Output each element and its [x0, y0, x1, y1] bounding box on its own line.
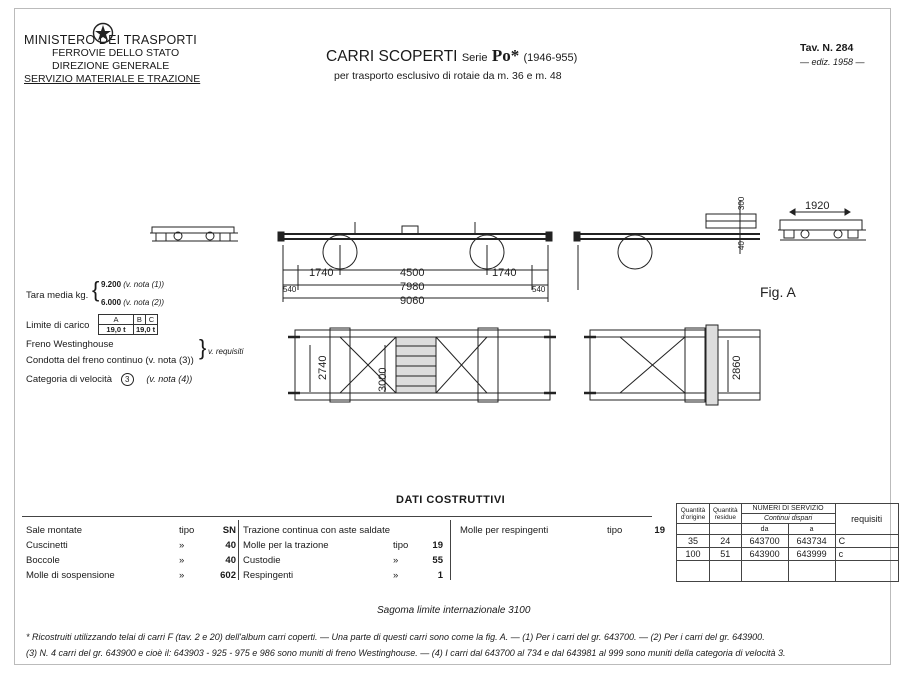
tara-note-2: (v. nota (2)) — [123, 298, 165, 307]
limite-h-b: B — [133, 314, 146, 325]
requisiti-note: v. requisiti — [208, 347, 244, 356]
h-cont: Continui dispari — [740, 513, 836, 524]
condotta-label: Condotta del freno continuo (v. nota (3)… — [26, 355, 194, 366]
freno-label: Freno Westinghouse — [26, 339, 114, 350]
dim-1740-right: 1740 — [492, 267, 516, 279]
footnote-1: * Ricostruiti utilizzando telai di carri… — [26, 632, 765, 642]
dati-divider — [22, 516, 652, 517]
end-view-right — [778, 208, 866, 241]
brace-right-icon: } — [199, 335, 207, 360]
dim-540-right: 540 — [532, 285, 546, 294]
h-da: da — [740, 523, 789, 535]
dati-row: Cuscinetti»40 — [26, 540, 236, 551]
page-subtitle: per trasporto esclusivo di rotaie da m. … — [334, 70, 562, 82]
table-row: 35 24 643700 643734 C — [676, 534, 899, 548]
service-numbers-table: Quantità d'origine Quantità residue NUME… — [676, 503, 899, 582]
title-serie-word: Serie — [461, 52, 488, 64]
brace-icon: { — [92, 277, 100, 302]
dati-sep-1 — [238, 520, 239, 580]
direction-name: DIREZIONE GENERALE — [52, 60, 170, 72]
dimension-lines — [282, 200, 741, 302]
emblem-icon — [92, 22, 114, 47]
h-req: requisiti — [834, 503, 899, 535]
title-main: CARRI SCOPERTI — [326, 48, 458, 65]
limite-label: Limite di carico — [26, 320, 90, 331]
tara-note-1: (v. nota (1)) — [123, 280, 165, 289]
h-orig: Quantità d'origine — [676, 503, 710, 524]
dati-row: Custodie»55 — [243, 555, 443, 566]
dim-40: 40 — [737, 241, 746, 250]
edition: — ediz. 1958 — — [800, 57, 865, 67]
categoria-line: Categoria di velocità 3 (v. nota (4)) — [26, 373, 192, 386]
categoria-circle: 3 — [120, 373, 134, 386]
railways-name: FERROVIE DELLO STATO — [52, 47, 180, 59]
footnote-2: (3) N. 4 carri del gr. 643900 e cioè il:… — [26, 648, 786, 658]
side-elevation-fig-a — [573, 213, 760, 270]
tara-label: Tara media kg. — [26, 290, 89, 301]
limite-v-bc: 19,0 t — [132, 324, 159, 335]
limite-h-a: A — [98, 314, 134, 325]
end-view-left — [150, 226, 238, 242]
dim-4500: 4500 — [400, 267, 424, 279]
ministry-block: MINISTERO DEI TRASPORTI FERROVIE DELLO S… — [24, 22, 201, 86]
dati-row: Respingenti»1 — [243, 570, 443, 581]
tara-line-2: 6.000 (v. nota (2)) — [101, 298, 164, 307]
dati-col-2: Trazione continua con aste saldate Molle… — [243, 525, 443, 585]
limite-h-c: C — [144, 314, 159, 325]
h-res: Quantità residue — [709, 503, 742, 524]
table-number: Tav. N. 284 — [800, 42, 854, 54]
tara-line-1: 9.200 (v. nota (1)) — [101, 280, 164, 289]
dati-row: Boccole»40 — [26, 555, 236, 566]
tara-value-2: 6.000 — [101, 298, 122, 307]
plan-view — [288, 327, 556, 403]
dim-2860: 2860 — [731, 356, 743, 380]
tara-value-1: 9.200 — [101, 280, 122, 289]
dati-row: Trazione continua con aste saldate — [243, 525, 390, 536]
limite-v-a: 19,0 t — [98, 324, 134, 335]
dim-2740: 2740 — [317, 356, 329, 380]
dim-1920: 1920 — [805, 200, 829, 212]
fig-a-label: Fig. A — [760, 284, 796, 300]
h-a: a — [787, 523, 836, 535]
dim-540-left: 540 — [283, 285, 297, 294]
footnotes: * Ricostruiti utilizzando telai di carri… — [26, 629, 785, 661]
table-row: 100 51 643900 643999 c — [676, 547, 899, 561]
dati-sep-2 — [450, 520, 451, 580]
sheet-border — [14, 8, 891, 665]
dim-7980: 7980 — [400, 281, 424, 293]
categoria-note: (v. nota (4)) — [146, 374, 193, 384]
dati-title: DATI COSTRUTTIVI — [396, 494, 506, 506]
dim-1740-left: 1740 — [309, 267, 333, 279]
service-name: SERVIZIO MATERIALE E TRAZIONE — [24, 73, 201, 85]
page-title: CARRI SCOPERTI Serie Po* (1946-955) — [326, 46, 577, 66]
plan-view-fig-a — [584, 324, 761, 406]
limite-table: A B C 19,0 t 19,0 t — [98, 314, 159, 335]
sagoma-line: Sagoma limite internazionale 3100 — [377, 605, 531, 616]
dim-9060: 9060 — [400, 295, 424, 307]
h-num: NUMERI DI SERVIZIO — [740, 503, 836, 514]
dim-3000: 3000 — [377, 368, 389, 392]
dim-300: 300 — [737, 196, 746, 210]
title-years: (1946-955) — [523, 52, 578, 64]
dati-row: Molle di sospensione»602 — [26, 570, 236, 581]
side-elevation — [277, 222, 553, 270]
categoria-label: Categoria di velocità — [26, 374, 113, 385]
title-series-code: Po* — [491, 46, 520, 65]
